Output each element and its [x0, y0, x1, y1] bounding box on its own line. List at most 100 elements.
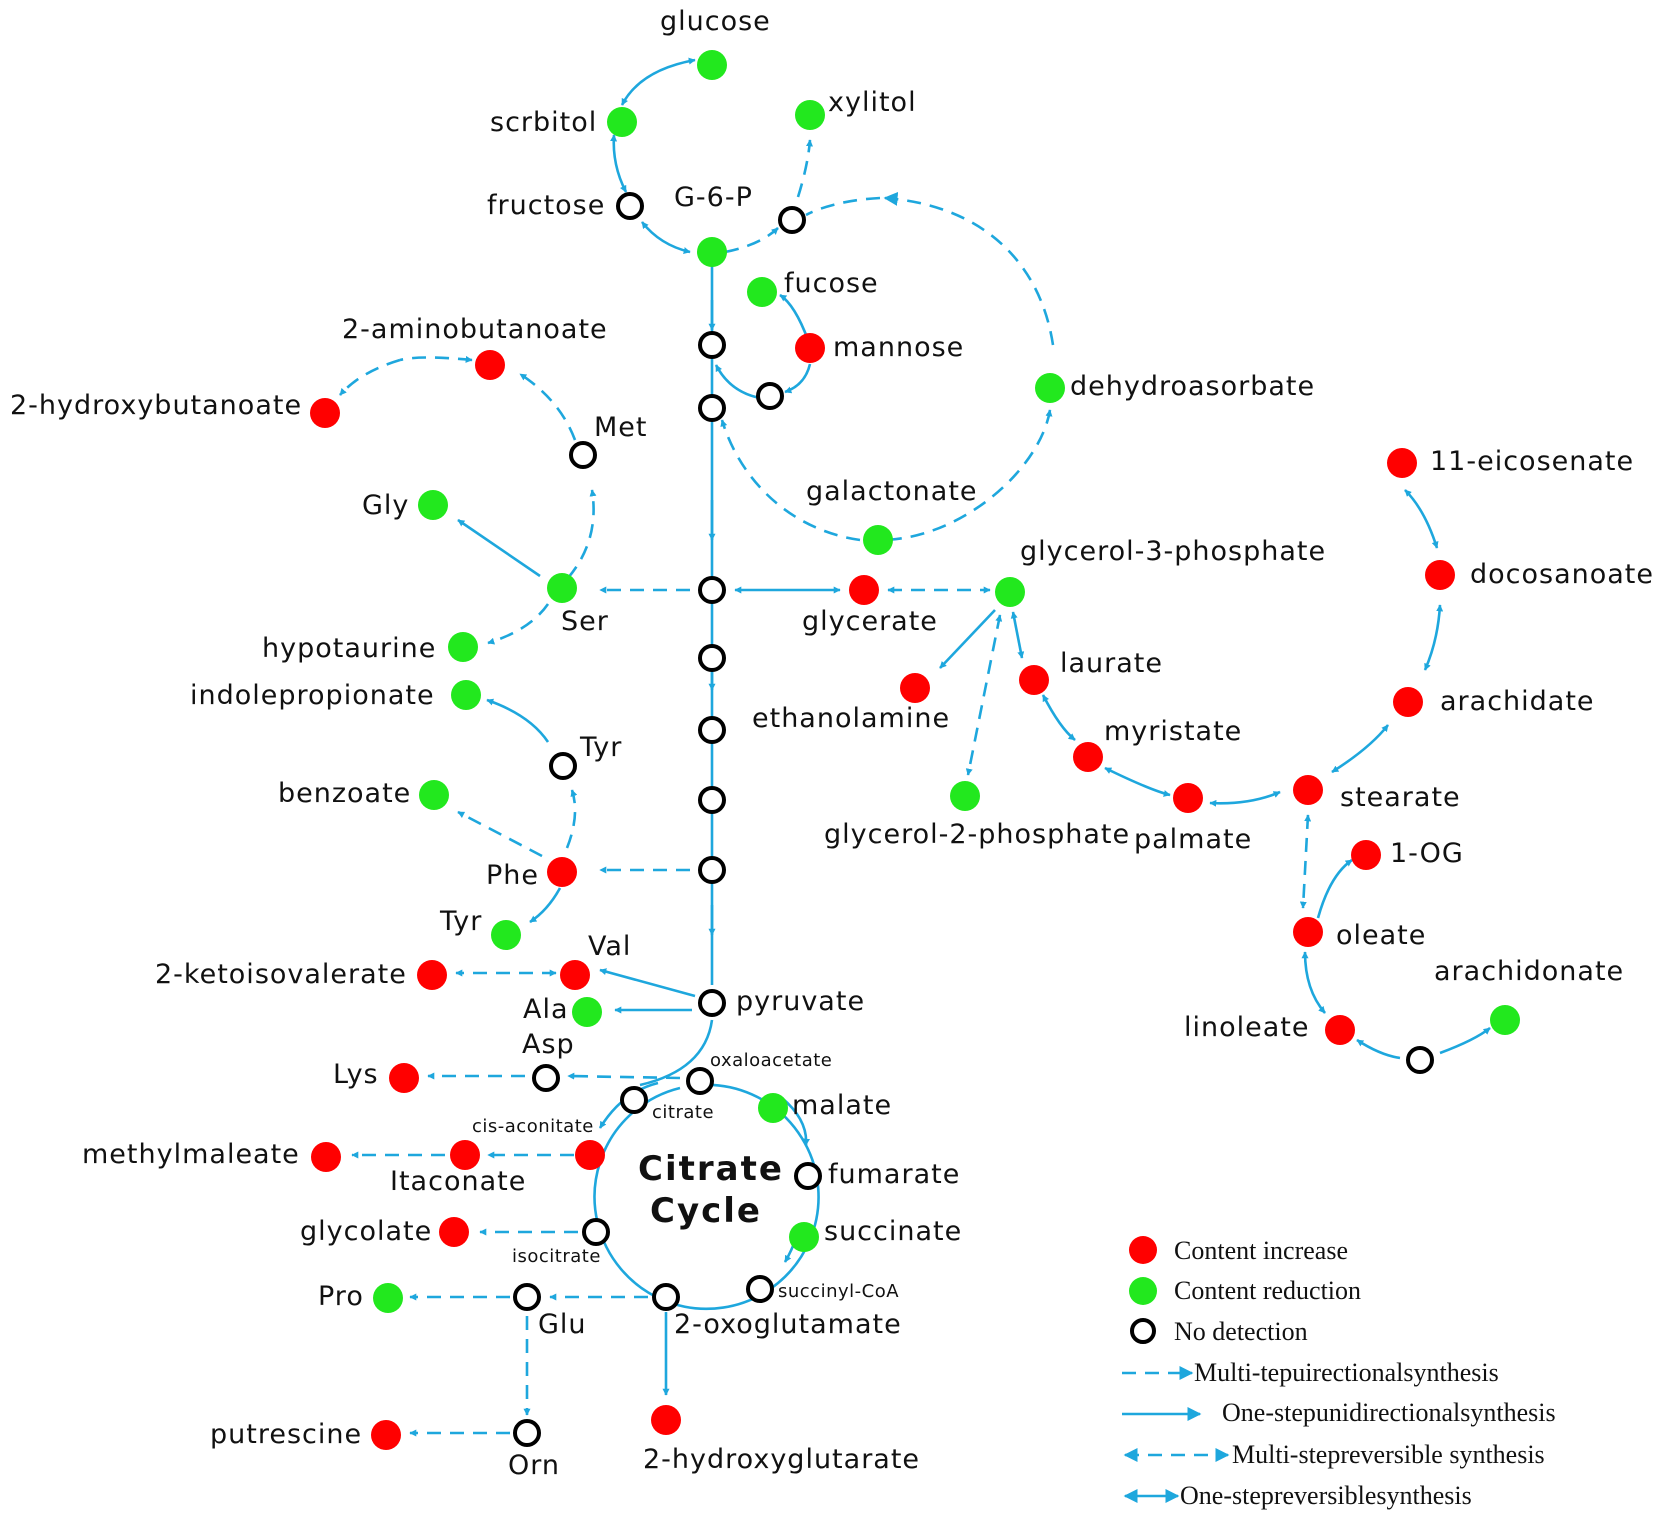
label-itaconate: Itaconate	[390, 1166, 526, 1197]
edge-oleate-linoleate	[1301, 951, 1326, 1014]
edge-pyruvate-val	[599, 968, 696, 998]
label-oleate: oleate	[1336, 920, 1426, 951]
edge-dehydro-loop	[883, 191, 1055, 346]
label-eicosenate: 11-eicosenate	[1430, 446, 1634, 477]
node-myristate	[1073, 742, 1103, 772]
label-succinate: succinate	[824, 1216, 962, 1247]
node-hypotaurine	[448, 632, 478, 662]
node-fumarate	[794, 1162, 822, 1190]
label-glycerol3p: glycerol-3-phosphate	[1020, 536, 1326, 567]
label-hydroxyglutarate: 2-hydroxyglutarate	[643, 1444, 920, 1475]
pathway-edges	[339, 57, 1491, 1437]
legend-reduction-swatch	[1129, 1277, 1157, 1305]
label-pyruvate: pyruvate	[736, 986, 865, 1017]
node-dehydroasorbate	[1035, 373, 1065, 403]
node-backbone-6	[698, 856, 726, 884]
edge-galactonate-circle	[720, 419, 861, 542]
node-linoleate-link	[1406, 1046, 1434, 1074]
edge-circle-arachidonate	[1439, 1026, 1491, 1055]
pathway-labels: glucose scrbitol xylitol fructose G-6-P …	[10, 6, 1654, 1481]
label-orn: Orn	[508, 1450, 560, 1481]
label-xylitol: xylitol	[828, 87, 917, 118]
node-pyruvate	[698, 989, 726, 1017]
legend-increase-label: Content increase	[1174, 1236, 1348, 1265]
node-gly	[418, 490, 448, 520]
edge-stearate-arachidate	[1331, 724, 1390, 774]
node-citrate	[620, 1086, 648, 1114]
edge-pyruvate-citrate	[639, 1019, 714, 1087]
node-ethanolamine	[900, 673, 930, 703]
label-arachidonate: arachidonate	[1434, 956, 1624, 987]
label-arachidate: arachidate	[1440, 686, 1595, 717]
node-arachidate	[1393, 687, 1423, 717]
label-tyr-top: Tyr	[579, 732, 622, 763]
edge-circle-backbone	[714, 364, 761, 400]
edge-oleate-1og	[1316, 858, 1353, 919]
label-fructose: fructose	[487, 190, 605, 221]
label-docosanoate: docosanoate	[1470, 559, 1654, 590]
node-aminobutanoate	[475, 350, 505, 380]
edge-mannose-circle	[784, 363, 812, 394]
node-mannose	[795, 333, 825, 363]
node-malate	[758, 1093, 788, 1123]
label-glycerol2p: glycerol-2-phosphate	[824, 819, 1130, 850]
legend-one-rev-label: One-stepreversiblesynthesis	[1180, 1481, 1472, 1510]
node-glu	[513, 1283, 541, 1311]
label-galactonate: galactonate	[806, 476, 978, 507]
node-isocitrate	[582, 1218, 610, 1246]
label-fumarate: fumarate	[828, 1159, 960, 1190]
label-succinylcoa: succinyl-CoA	[778, 1281, 899, 1302]
node-ketoisovalerate	[417, 960, 447, 990]
node-glucose	[697, 50, 727, 80]
label-asp: Asp	[522, 1029, 575, 1060]
citrate-cycle-title-line2: Cycle	[650, 1191, 762, 1231]
node-asp	[532, 1064, 560, 1092]
label-tyr-bottom: Tyr	[439, 906, 482, 937]
node-1og	[1351, 840, 1381, 870]
node-methylmaleate	[311, 1142, 341, 1172]
edge-phe-tyr-bottom	[529, 887, 562, 924]
label-indolepropionate: indolepropionate	[190, 680, 435, 711]
node-fructose	[616, 192, 644, 220]
label-laurate: laurate	[1060, 648, 1163, 679]
label-glu: Glu	[538, 1309, 587, 1340]
edge-phe-benzoate	[457, 810, 543, 858]
edge-stearate-oleate	[1299, 814, 1312, 909]
label-dehydroasorbate: dehydroasorbate	[1070, 371, 1315, 402]
node-linoleate	[1325, 1015, 1355, 1045]
edge-glycerol3p-ethanolamine	[939, 609, 996, 669]
node-hydroxyglutarate	[651, 1405, 681, 1435]
label-putrescine: putrescine	[210, 1419, 362, 1450]
node-fucose	[747, 277, 777, 307]
node-glycerol2p	[950, 781, 980, 811]
node-lys	[389, 1063, 419, 1093]
pathway-nodes	[310, 50, 1520, 1450]
edge-docosanoate-eicosenate	[1404, 489, 1439, 549]
label-citrate: citrate	[652, 1102, 714, 1123]
label-malate: malate	[792, 1090, 892, 1121]
node-cisaconitate	[575, 1140, 605, 1170]
label-val: Val	[588, 931, 631, 962]
node-docosanoate	[1425, 560, 1455, 590]
edge-ser-met	[567, 489, 597, 579]
legend-multi-uni-label: Multi-tepuirectionalsynthesis	[1194, 1358, 1499, 1387]
edge-aminobutanoate-left	[399, 355, 473, 363]
label-benzoate: benzoate	[278, 778, 411, 809]
label-methylmaleate: methylmaleate	[82, 1139, 300, 1170]
label-met: Met	[594, 412, 648, 443]
edge-mannose-fucose	[779, 293, 810, 341]
edge-ser-gly	[457, 518, 541, 578]
label-stearate: stearate	[1340, 782, 1461, 813]
node-backbone-3	[698, 644, 726, 672]
legend-one-uni-label: One-stepunidirectionalsynthesis	[1222, 1398, 1556, 1427]
label-oxoglutamate: 2-oxoglutamate	[674, 1309, 902, 1340]
edge-ser-hypotaurine	[487, 603, 550, 645]
node-succinylcoa	[746, 1275, 774, 1303]
node-ala	[572, 997, 602, 1027]
node-backbone-ser	[698, 576, 726, 604]
node-glycerol3p	[995, 577, 1025, 607]
node-palmate	[1173, 783, 1203, 813]
edge-oxaloacetate-asp	[567, 1072, 681, 1080]
